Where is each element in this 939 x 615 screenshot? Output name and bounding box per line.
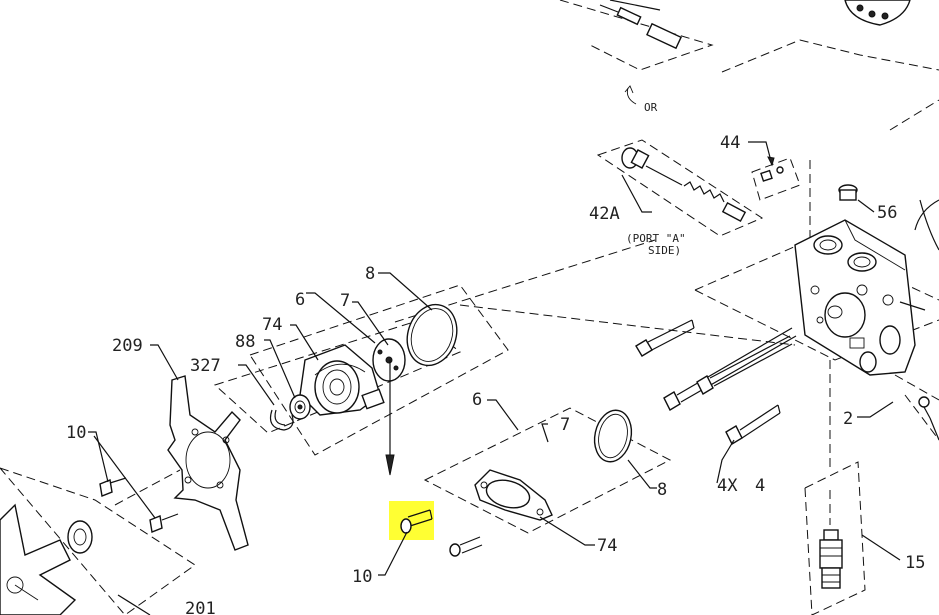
top-gear-part xyxy=(844,0,911,26)
part-74-flange-lower xyxy=(474,469,553,521)
callout-10-highlighted: 10 xyxy=(352,567,372,587)
callout-6-lower: 6 xyxy=(472,390,482,410)
callout-2: 2 xyxy=(843,409,853,429)
callout-74: 74 xyxy=(262,315,282,335)
top-spring-part xyxy=(599,0,682,50)
callout-4: 4 xyxy=(755,476,765,496)
part-8-oring xyxy=(406,303,458,367)
part-327-snap-ring xyxy=(269,409,294,431)
callout-44: 44 xyxy=(720,133,740,153)
part-10-bolt-lower xyxy=(449,536,483,557)
part-42a-cartridge xyxy=(621,147,747,223)
part-56-plug xyxy=(838,184,875,213)
callout-209: 209 xyxy=(112,336,143,356)
callout-201: 201 xyxy=(185,599,216,615)
callout-327: 327 xyxy=(190,356,221,376)
callout-labels: 8 6 7 74 88 327 209 10 10 6 7 8 74 44 42… xyxy=(66,133,925,615)
part-7-plate xyxy=(372,338,406,476)
right-edge-curve-2 xyxy=(914,199,939,231)
callout-15: 15 xyxy=(905,553,925,573)
long-bolts xyxy=(635,319,797,445)
callout-56: 56 xyxy=(877,203,897,223)
port-note-line2: SIDE) xyxy=(648,244,681,257)
part-44 xyxy=(748,141,784,182)
callout-7-lower: 7 xyxy=(560,415,570,435)
callout-88: 88 xyxy=(235,332,255,352)
or-note-text: OR xyxy=(644,101,658,114)
or-note: OR xyxy=(624,85,658,114)
callout-6: 6 xyxy=(295,290,305,310)
callout-74-lower: 74 xyxy=(597,536,617,556)
part-74-flange xyxy=(299,344,385,416)
part-small-right xyxy=(918,396,939,441)
callout-8: 8 xyxy=(365,264,375,284)
callout-8-lower: 8 xyxy=(657,480,667,500)
part-201-fan xyxy=(0,503,93,615)
part-209-bracket xyxy=(167,375,249,551)
part-8-oring-lower xyxy=(593,409,633,463)
valve-housing xyxy=(794,219,926,376)
port-note-line1: (PORT "A" xyxy=(626,232,686,245)
callout-7: 7 xyxy=(340,291,350,311)
callout-4x: 4X xyxy=(717,476,738,496)
right-edge-curve xyxy=(919,199,939,251)
part-15-cartridge xyxy=(819,490,901,589)
callout-10-left: 10 xyxy=(66,423,86,443)
part-10-bolts-left xyxy=(99,477,179,533)
callout-42a: 42A xyxy=(589,204,620,224)
leader-lines xyxy=(88,174,894,615)
part-88-seal xyxy=(289,394,311,420)
